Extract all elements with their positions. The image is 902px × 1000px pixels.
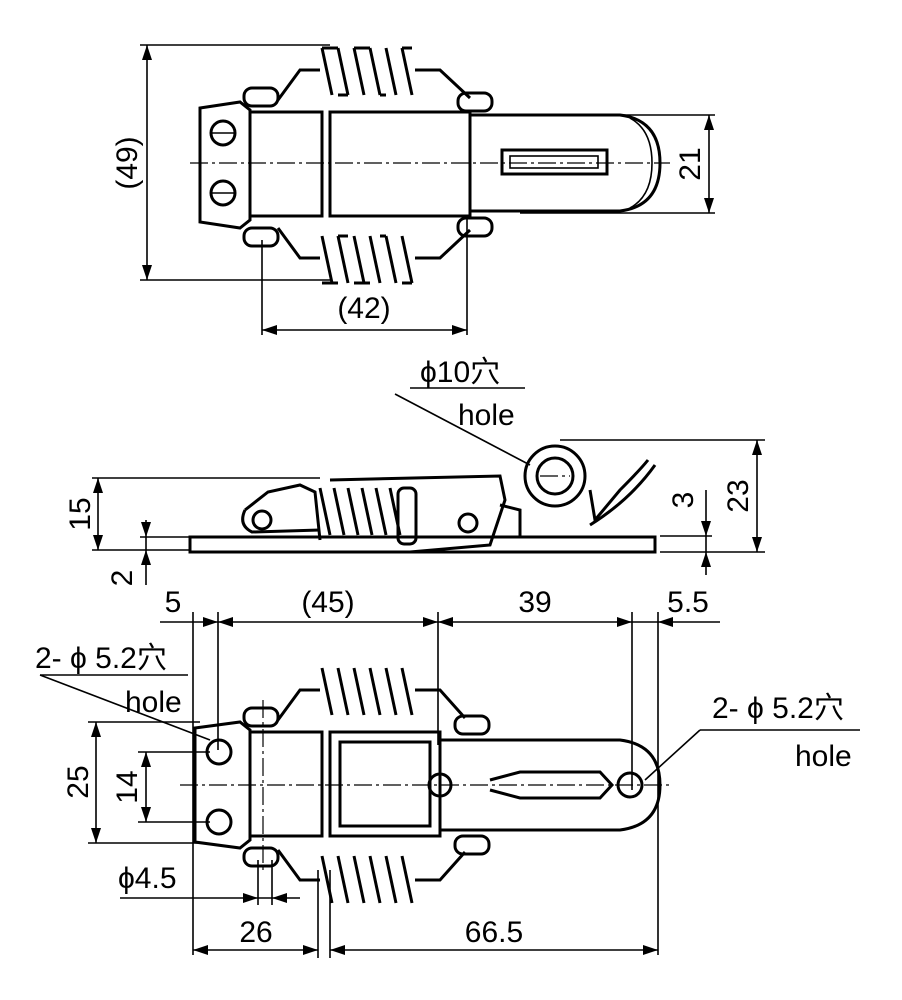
dim-hinge-to-pivot: (42) — [337, 292, 390, 325]
pivot-icon — [427, 772, 453, 798]
base-bracket — [198, 100, 252, 230]
mount-hole-icon — [205, 808, 233, 836]
mount-hole-icon — [205, 738, 233, 766]
spring-top — [320, 46, 414, 97]
side-view: ϕ10穴 hole 15 2 23 3 — [64, 356, 765, 586]
dim-hook-height: 21 — [674, 147, 707, 180]
dim-5: 5 — [165, 586, 182, 619]
dim-phi45: ϕ4.5 — [118, 862, 177, 895]
dim-26: 26 — [239, 916, 272, 949]
bottom-base-bracket — [193, 720, 252, 850]
pivot-icon — [457, 512, 479, 534]
dim-height-15: 15 — [64, 497, 97, 530]
hook-hole-icon — [616, 771, 644, 799]
callout-right-en: hole — [795, 740, 852, 773]
dim-height-23: 23 — [722, 479, 755, 512]
callout-hole-en: hole — [458, 399, 515, 432]
side-spring — [318, 487, 402, 536]
bottom-hook — [440, 738, 662, 832]
dim-45: (45) — [301, 586, 354, 619]
hook-eye — [523, 444, 587, 508]
dim-14: 14 — [111, 770, 144, 803]
hole-10-icon — [535, 456, 575, 496]
dim-overall-height: (49) — [111, 136, 144, 189]
dim-plate-2: 2 — [106, 570, 139, 587]
top-view: (49) 21 (42) — [111, 44, 715, 335]
hook — [470, 113, 662, 213]
bottom-spring-bottom — [320, 855, 414, 904]
callout-left-en: hole — [125, 686, 182, 719]
callout-left-dia: 2- ϕ 5.2穴 — [35, 642, 167, 675]
dim-offset-3: 3 — [667, 492, 700, 509]
dim-39: 39 — [518, 586, 551, 619]
dim-25: 25 — [62, 765, 95, 798]
pivot-icon — [251, 509, 273, 531]
dim-5-5: 5.5 — [667, 586, 709, 619]
callout-right-dia: 2- ϕ 5.2穴 — [712, 692, 844, 725]
bottom-spring-top — [320, 667, 414, 716]
spring-bottom — [320, 234, 414, 285]
dim-66-5: 66.5 — [465, 916, 523, 949]
bottom-view: 5 (45) 39 5.5 2- ϕ 5.2穴 hole 2- ϕ 5.2穴 h… — [35, 586, 860, 958]
callout-hole-dia: ϕ10穴 — [420, 356, 500, 389]
